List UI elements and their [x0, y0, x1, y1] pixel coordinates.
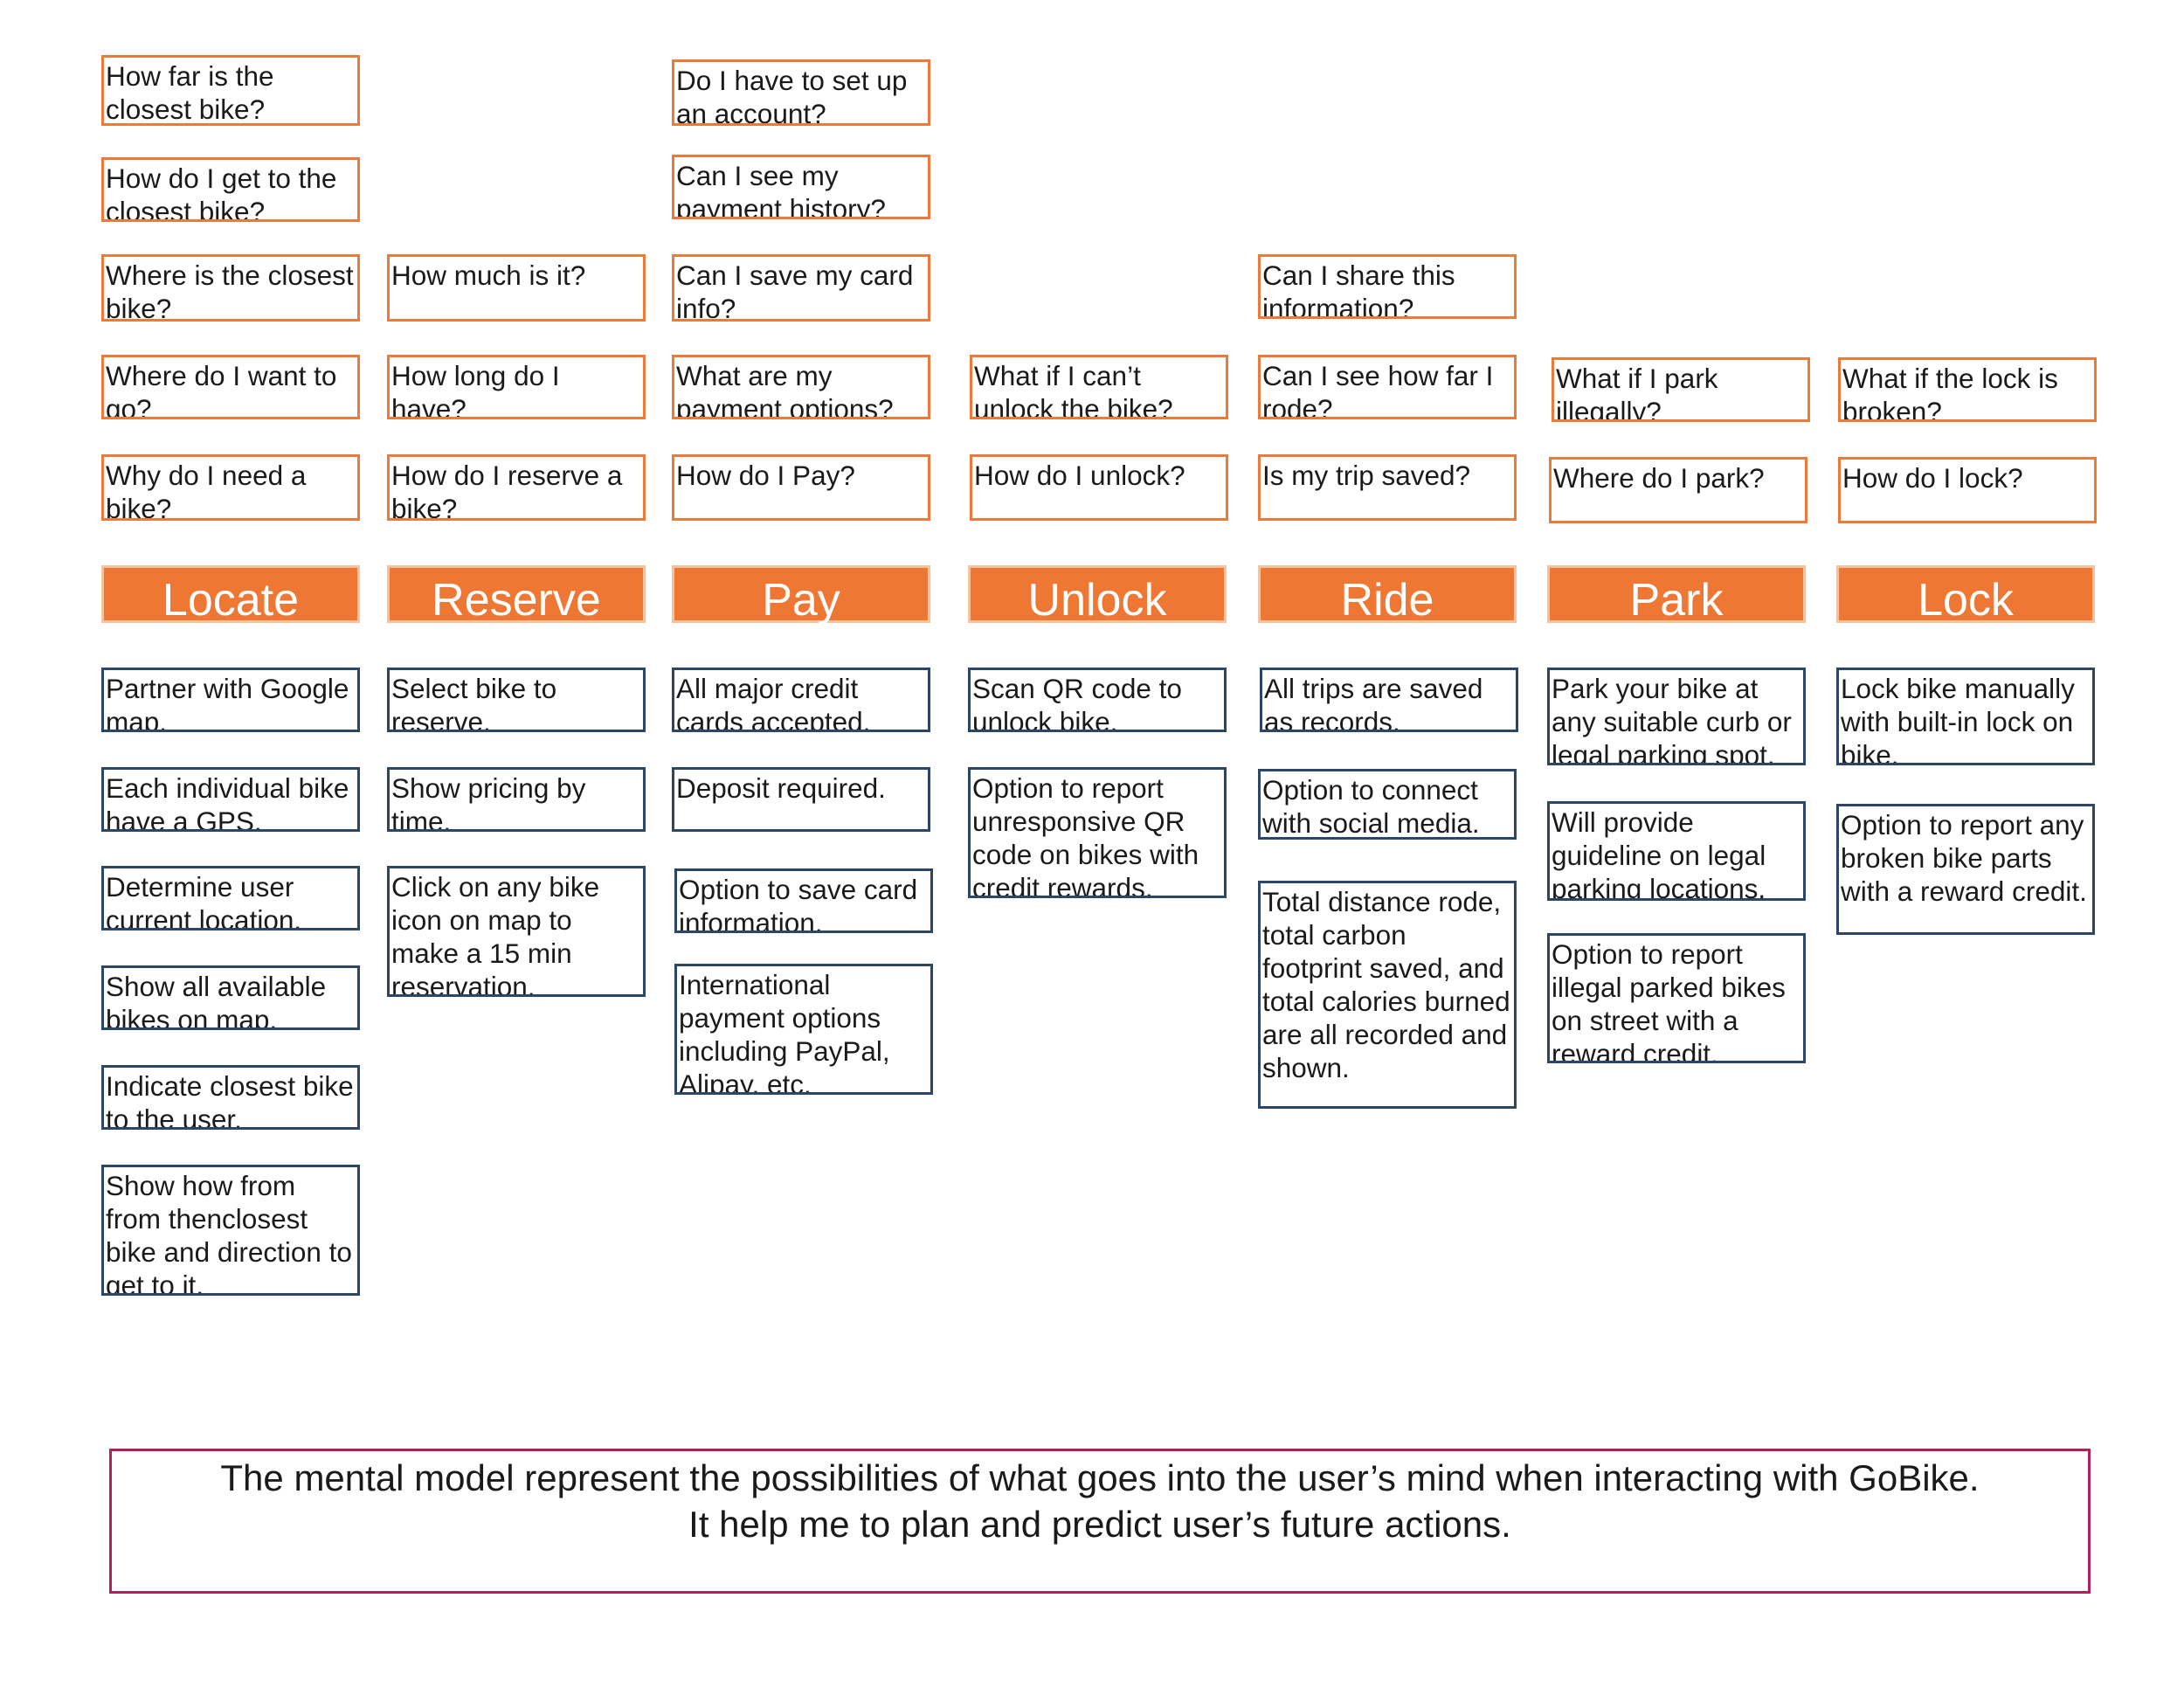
stage-header-park: Park — [1547, 565, 1806, 626]
stage-header-pay: Pay — [672, 565, 930, 626]
question-note: Do I have to set up an account? — [672, 59, 930, 126]
question-note: What if I can’t unlock the bike? — [970, 355, 1228, 419]
solution-note: Option to connect with social media. — [1258, 769, 1517, 840]
solution-note: Show pricing by time. — [387, 767, 646, 832]
solution-note: Determine user current location. — [101, 866, 360, 930]
stage-header-unlock: Unlock — [968, 565, 1227, 626]
question-note: Where do I park? — [1549, 457, 1807, 523]
question-note: Can I share this information? — [1258, 254, 1517, 319]
solution-note: Indicate closest bike to the user. — [101, 1065, 360, 1130]
question-note: How long do I have? — [387, 355, 646, 419]
solution-note: Show how from from thenclosest bike and … — [101, 1165, 360, 1296]
stage-header-reserve: Reserve — [387, 565, 646, 626]
solution-note: Lock bike manually with built-in lock on… — [1836, 668, 2095, 765]
solution-note: Select bike to reserve. — [387, 668, 646, 732]
question-note: What if the lock is broken? — [1838, 357, 2097, 422]
solution-note: Click on any bike icon on map to make a … — [387, 866, 646, 997]
question-note: How do I unlock? — [970, 454, 1228, 521]
solution-note: International payment options including … — [674, 964, 933, 1095]
question-note: Can I see how far I rode? — [1258, 355, 1517, 419]
stage-header-lock: Lock — [1836, 565, 2095, 626]
solution-note: Scan QR code to unlock bike. — [968, 668, 1227, 732]
stage-header-ride: Ride — [1258, 565, 1517, 626]
solution-note: Partner with Google map. — [101, 668, 360, 732]
summary-line-2: It help me to plan and predict user’s fu… — [688, 1504, 1511, 1545]
solution-note: Total distance rode, total carbon footpr… — [1258, 881, 1517, 1109]
solution-note: Each individual bike have a GPS. — [101, 767, 360, 832]
question-note: How do I reserve a bike? — [387, 454, 646, 521]
question-note: Where is the closest bike? — [101, 254, 360, 322]
summary-line-1: The mental model represent the possibili… — [220, 1457, 1980, 1498]
question-note: Can I see my payment history? — [672, 155, 930, 219]
solution-note: Will provide guideline on legal parking … — [1547, 801, 1806, 901]
stage-header-locate: Locate — [101, 565, 360, 626]
question-note: How do I Pay? — [672, 454, 930, 521]
question-note: Where do I want to go? — [101, 355, 360, 419]
solution-note: Option to report unresponsive QR code on… — [968, 767, 1227, 898]
question-note: What are my payment options? — [672, 355, 930, 419]
question-note: How do I lock? — [1838, 457, 2097, 523]
question-note: How do I get to the closest bike? — [101, 157, 360, 222]
solution-note: Option to save card information. — [674, 868, 933, 933]
question-note: Can I save my card info? — [672, 254, 930, 322]
solution-note: Show all available bikes on map. — [101, 965, 360, 1030]
summary-box: The mental model represent the possibili… — [109, 1449, 2091, 1594]
solution-note: Option to report any broken bike parts w… — [1836, 804, 2095, 935]
solution-note: All trips are saved as records. — [1260, 668, 1518, 732]
question-note: Is my trip saved? — [1258, 454, 1517, 521]
solution-note: Park your bike at any suitable curb or l… — [1547, 668, 1806, 765]
question-note: How much is it? — [387, 254, 646, 322]
solution-note: Deposit required. — [672, 767, 930, 832]
solution-note: All major credit cards accepted. — [672, 668, 930, 732]
question-note: Why do I need a bike? — [101, 454, 360, 521]
question-note: How far is the closest bike? — [101, 55, 360, 126]
solution-note: Option to report illegal parked bikes on… — [1547, 933, 1806, 1063]
question-note: What if I park illegally? — [1552, 357, 1810, 422]
